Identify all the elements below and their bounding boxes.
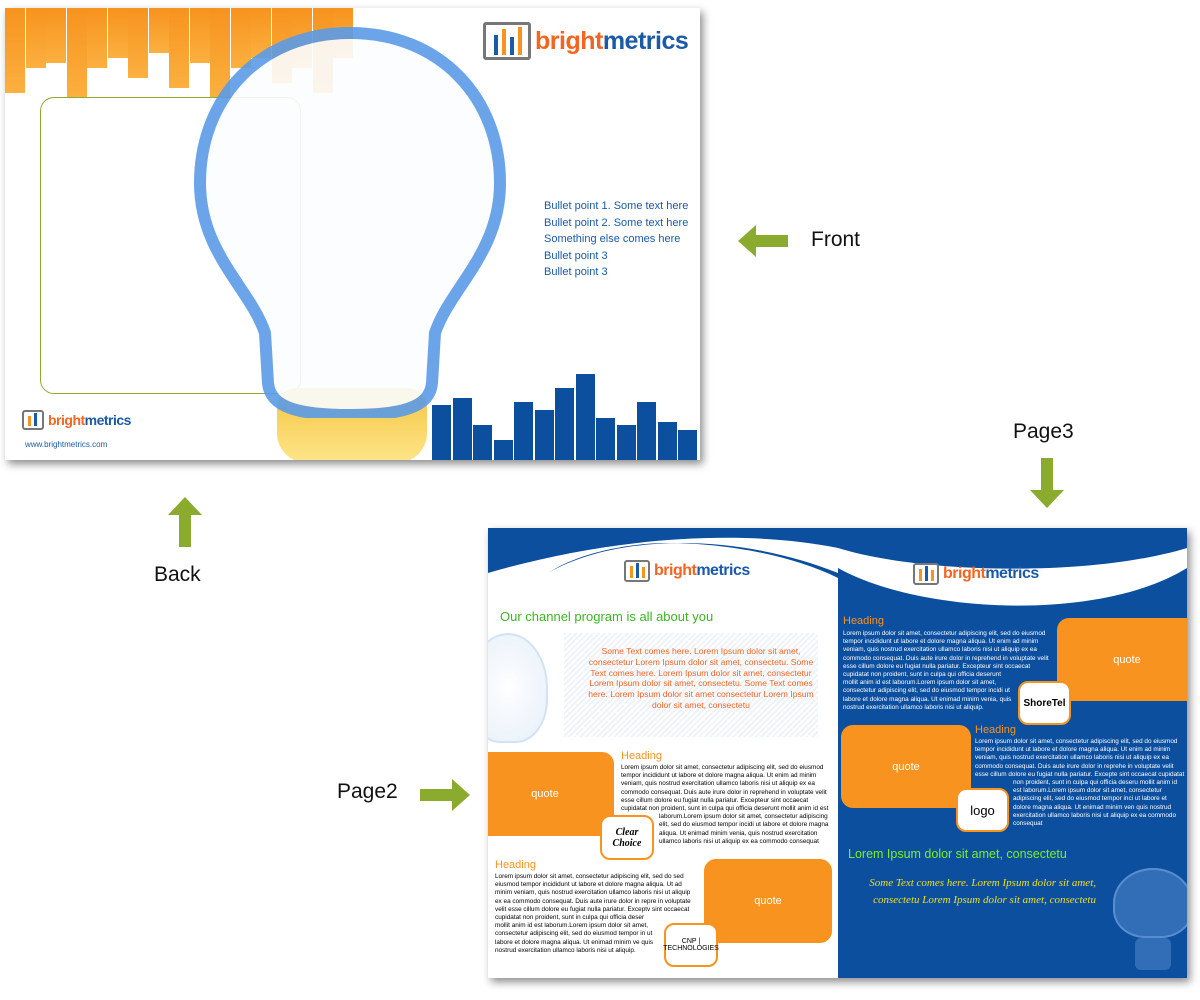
blue-bar [678, 430, 697, 460]
section-body-wrap: Lorem ipsum dolor sit amet, consectetur … [843, 630, 1053, 729]
front-back-card: brightmetrics Bullet point 1. Some text … [5, 8, 700, 460]
quote-box: quote [704, 859, 832, 943]
section-heading: Heading [975, 724, 1016, 736]
label-page3: Page3 [1013, 420, 1074, 443]
brand-bright: bright [943, 565, 986, 582]
intro-text: Some Text comes here. Lorem Ipsum dolor … [588, 646, 814, 710]
orange-bar [230, 8, 251, 68]
brand-logo: brightmetrics [624, 560, 750, 582]
label-page2: Page2 [337, 780, 398, 803]
blue-bar [616, 425, 636, 460]
section-heading: Heading [621, 750, 662, 762]
arrow-down-icon [1030, 458, 1064, 508]
orange-bar [210, 8, 230, 98]
bullet: Bullet point 3 [544, 249, 608, 262]
arrow-right-icon [420, 779, 470, 811]
section-body-wrap: Lorem ipsum dolor sit amet, consectetur … [495, 873, 695, 971]
blue-bar [555, 388, 574, 460]
tagline: Lorem Ipsum dolor sit amet, consectetu [848, 847, 1067, 861]
blue-bar [657, 422, 677, 460]
blue-bar [473, 425, 492, 460]
section-body: Lorem ipsum dolor sit amet, consectetur … [975, 738, 1185, 828]
orange-bar [66, 8, 87, 98]
label-front: Front [811, 228, 861, 251]
page-spread: brightmetrics Our channel program is all… [488, 528, 1187, 978]
brand-logo: brightmetrics [483, 22, 689, 60]
blue-bar [637, 402, 656, 460]
orange-bar [25, 8, 46, 68]
page-title: Our channel program is all about you [500, 609, 714, 624]
clear-choice-logo: Clear Choice [600, 815, 654, 860]
faded-bulb-base [1135, 938, 1171, 970]
blue-bar [432, 405, 451, 460]
brand-metrics: metrics [696, 562, 750, 579]
italic-quote: Some Text comes here. Lorem Ipsum dolor … [869, 877, 1096, 906]
brand-metrics: metrics [985, 565, 1039, 582]
blue-bar [493, 440, 513, 460]
website-url[interactable]: www.brightmetrics.com [25, 440, 108, 449]
cnp-logo: CNP | TECHNOLOGIES [663, 923, 719, 967]
orange-bar [107, 8, 128, 58]
orange-bar [46, 8, 66, 63]
brand-bright: bright [48, 412, 85, 428]
logo-bars-icon [624, 560, 650, 582]
quote-box: quote [488, 752, 614, 836]
brand-bright: bright [654, 562, 697, 579]
intro-panel [564, 633, 818, 737]
orange-bar [169, 8, 189, 88]
label-back: Back [154, 563, 201, 586]
arrow-up-icon [168, 497, 202, 547]
header-swoosh [488, 528, 838, 578]
orange-bar [5, 8, 25, 93]
logo-bars-icon [22, 410, 44, 430]
section-body: Lorem ipsum dolor sit amet, consectetur … [621, 764, 829, 845]
blue-bar [575, 374, 595, 460]
bullet: Something else comes here [544, 233, 681, 245]
blue-bar [452, 398, 472, 460]
orange-bar [251, 8, 271, 58]
quote-box: quote [841, 725, 971, 808]
section-body-wrap: Lorem ipsum dolor sit amet, consectetur … [975, 738, 1185, 836]
logo-bars-icon [483, 22, 531, 60]
faded-bulb [1113, 868, 1187, 938]
orange-bar [128, 8, 148, 78]
orange-bar [87, 8, 107, 68]
section-body-wrap: Lorem ipsum dolor sit amet, consectetur … [621, 764, 833, 864]
bullet: Bullet point 1. Some text here [544, 200, 689, 212]
section-body: Lorem ipsum dolor sit amet, consectetur … [495, 873, 691, 954]
small-brand-logo: brightmetrics [22, 410, 131, 430]
blue-bar [534, 410, 554, 460]
section-heading: Heading [843, 615, 884, 627]
blue-bar [596, 418, 615, 460]
brand-logo: brightmetrics [913, 563, 1039, 585]
page2: brightmetrics Our channel program is all… [488, 528, 838, 978]
page3: brightmetrics Heading Lorem ipsum dolor … [838, 528, 1187, 978]
orange-bar [189, 8, 210, 63]
section-heading: Heading [495, 859, 536, 871]
arrow-left-icon [738, 225, 788, 257]
faded-bulb [488, 633, 548, 743]
blue-bar [514, 402, 533, 460]
brand-metrics: metrics [602, 26, 689, 55]
bullet: Bullet point 3 [544, 266, 608, 278]
section-body: Lorem ipsum dolor sit amet, consectetur … [843, 630, 1049, 711]
shoretel-logo: ShoreTel [1018, 681, 1071, 725]
bullet: Bullet point 2. Some text here [544, 216, 689, 229]
bullet-list: Bullet point 1. Some text here Bullet po… [544, 198, 688, 281]
quote-box: quote [1057, 618, 1187, 701]
orange-bar [148, 8, 169, 53]
logo-bars-icon [913, 563, 939, 585]
brand-bright: bright [535, 26, 603, 55]
brand-metrics: metrics [84, 412, 132, 428]
lightbulb-outline [193, 26, 507, 418]
blue-bars [432, 368, 700, 460]
logo-placeholder: logo [956, 788, 1009, 832]
